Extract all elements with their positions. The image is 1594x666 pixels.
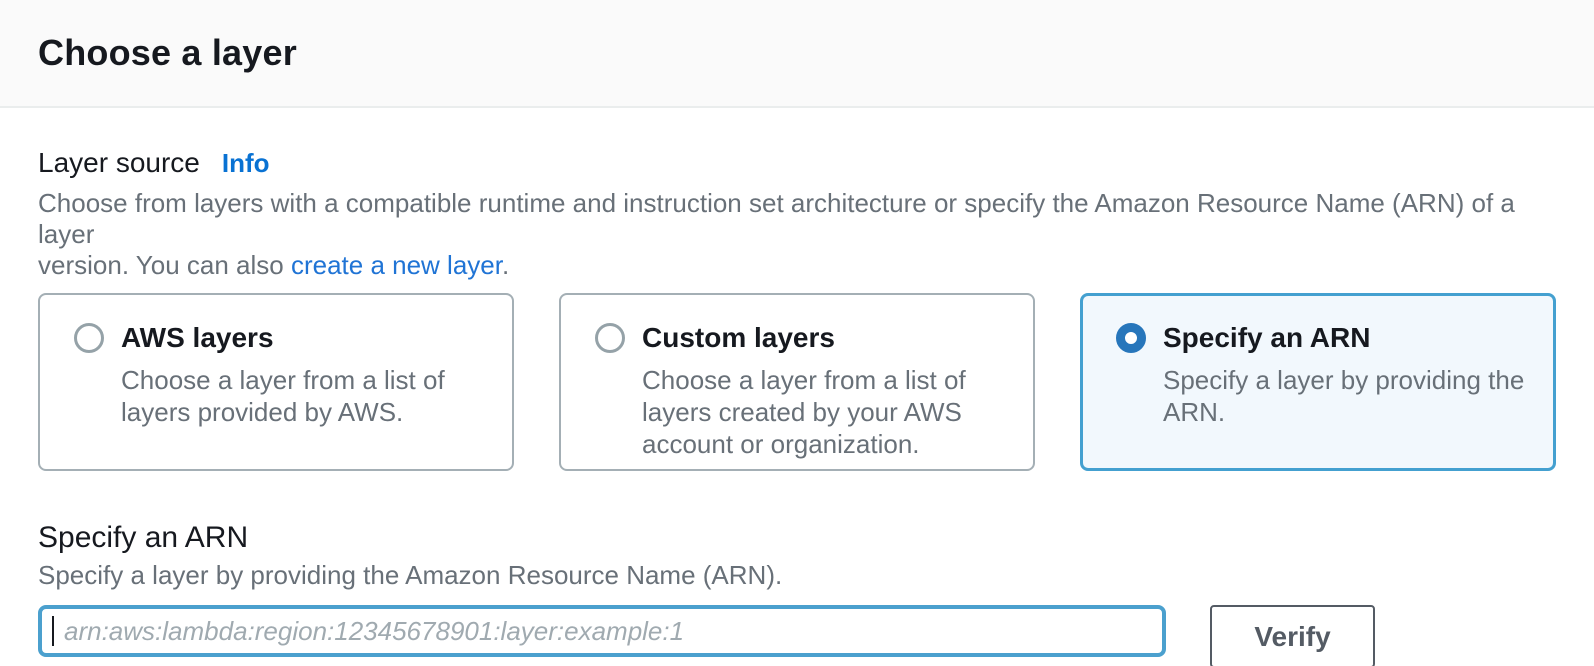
tile-description: Choose a layer from a list of layers pro… <box>121 365 445 427</box>
tile-title: Specify an ARN <box>1163 322 1371 353</box>
specify-arn-section: Specify an ARN Specify a layer by provid… <box>38 521 1556 666</box>
tile-specify-arn-text: Specify an ARN Specify a layer by provid… <box>1163 321 1530 468</box>
description-line2-prefix: version. You can also <box>38 250 291 280</box>
radio-custom-layers-icon[interactable] <box>595 323 625 353</box>
tile-custom-layers[interactable]: Custom layers Choose a layer from a list… <box>559 293 1035 471</box>
tile-description: Choose a layer from a list of layers cre… <box>642 365 966 459</box>
verify-button[interactable]: Verify <box>1210 605 1375 666</box>
page-title: Choose a layer <box>38 32 297 73</box>
radio-aws-layers-icon[interactable] <box>74 323 104 353</box>
tile-aws-layers[interactable]: AWS layers Choose a layer from a list of… <box>38 293 514 471</box>
tile-custom-layers-text: Custom layers Choose a layer from a list… <box>642 321 1009 469</box>
description-line1: Choose from layers with a compatible run… <box>38 188 1515 249</box>
specify-arn-title: Specify an ARN <box>38 521 249 554</box>
layer-source-label-row: Layer source Info <box>38 146 1556 180</box>
arn-input-wrapper <box>38 605 1166 657</box>
radio-specify-arn-icon[interactable] <box>1116 323 1146 353</box>
tile-title: AWS layers <box>121 322 274 353</box>
arn-input-row: Verify <box>38 605 1556 666</box>
modal-header: Choose a layer <box>0 0 1594 108</box>
layer-source-tiles: AWS layers Choose a layer from a list of… <box>38 293 1556 471</box>
tile-title: Custom layers <box>642 322 835 353</box>
tile-description: Specify a layer by providing the ARN. <box>1163 365 1525 427</box>
layer-source-description: Choose from layers with a compatible run… <box>38 188 1556 281</box>
text-caret <box>52 616 54 646</box>
tile-specify-arn[interactable]: Specify an ARN Specify a layer by provid… <box>1080 293 1556 471</box>
layer-source-label: Layer source <box>38 147 200 178</box>
create-new-layer-link[interactable]: create a new layer <box>290 250 502 280</box>
main-content: Layer source Info Choose from layers wit… <box>0 108 1594 666</box>
arn-input[interactable] <box>38 605 1166 657</box>
info-link[interactable]: Info <box>221 148 270 178</box>
tile-aws-layers-text: AWS layers Choose a layer from a list of… <box>121 321 488 469</box>
description-suffix: . <box>501 250 510 280</box>
specify-arn-description: Specify a layer by providing the Amazon … <box>38 560 783 590</box>
